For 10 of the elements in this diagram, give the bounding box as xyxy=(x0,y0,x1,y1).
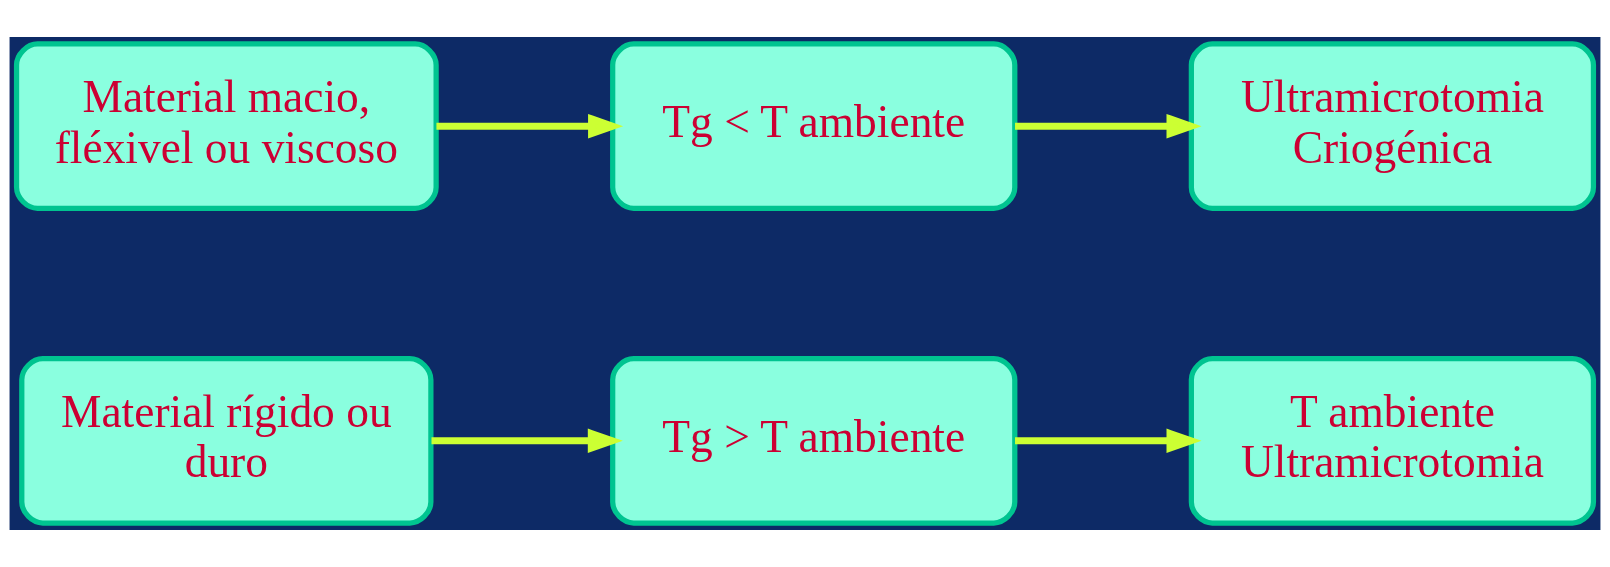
node-box: T ambiente Ultramicrotomia xyxy=(1188,356,1597,526)
arrow xyxy=(431,428,623,454)
arrow xyxy=(1015,428,1202,454)
node-box: Tg > T ambiente xyxy=(610,356,1018,526)
node-box: Tg < T ambiente xyxy=(610,41,1018,211)
node-box: Material rígido ou duro xyxy=(19,356,434,526)
node-box: Material macio, fléxivel ou viscoso xyxy=(13,41,439,211)
arrow xyxy=(1015,113,1202,139)
node-box: Ultramicrotomia Criogénica xyxy=(1188,41,1597,211)
arrow xyxy=(436,113,624,139)
